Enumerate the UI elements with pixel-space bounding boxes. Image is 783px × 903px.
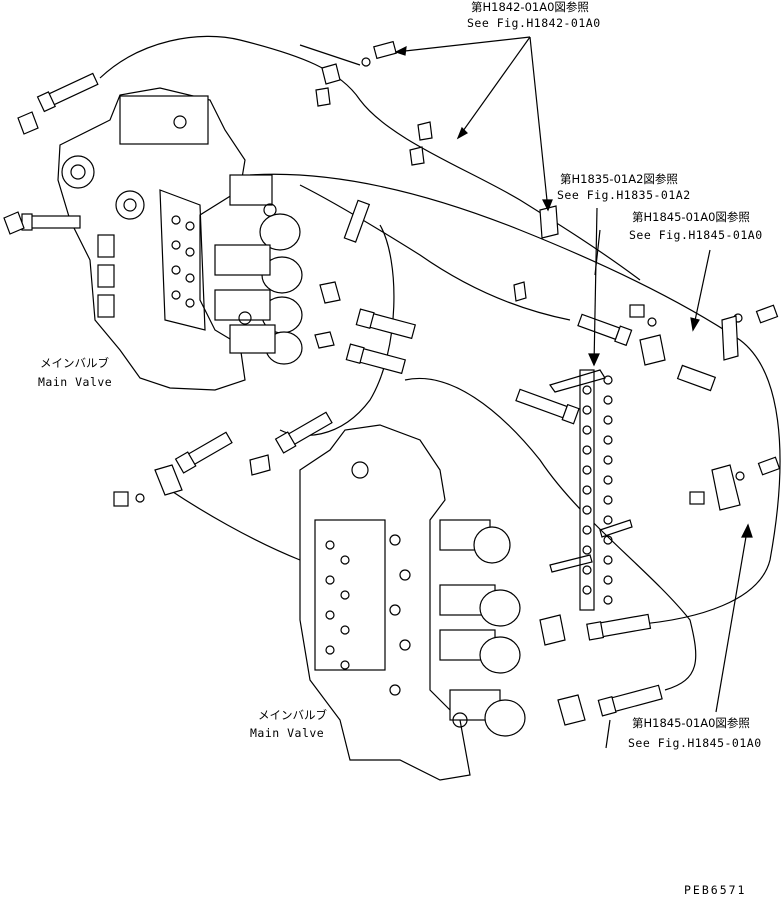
main-valve-label-jp: メインバルブ	[258, 708, 327, 722]
hoses-straight	[21, 72, 717, 717]
reference-en: See Fig.H1845-01A0	[628, 736, 762, 750]
reference-jp: 第H1835-01A2図参照	[560, 172, 678, 186]
reference-jp: 第H1845-01A0図参照	[632, 210, 750, 224]
main-valve-upper	[57, 87, 303, 391]
reference-jp: 第H1842-01A0図参照	[471, 0, 589, 14]
reference-en: See Fig.H1845-01A0	[629, 228, 763, 242]
main-valve-label-jp: メインバルブ	[40, 356, 109, 370]
main-valve-lower	[299, 424, 526, 781]
main-valve-label-en: Main Valve	[250, 726, 325, 740]
drawing-code: PEB6571	[684, 883, 747, 897]
main-valve-label-en: Main Valve	[38, 375, 113, 389]
reference-en: See Fig.H1842-01A0	[467, 16, 601, 30]
fittings	[3, 40, 781, 726]
manifold-rail	[549, 369, 633, 611]
reference-en: See Fig.H1835-01A2	[557, 188, 691, 202]
reference-jp: 第H1845-01A0図参照	[632, 716, 750, 730]
leader-lines	[394, 36, 753, 749]
